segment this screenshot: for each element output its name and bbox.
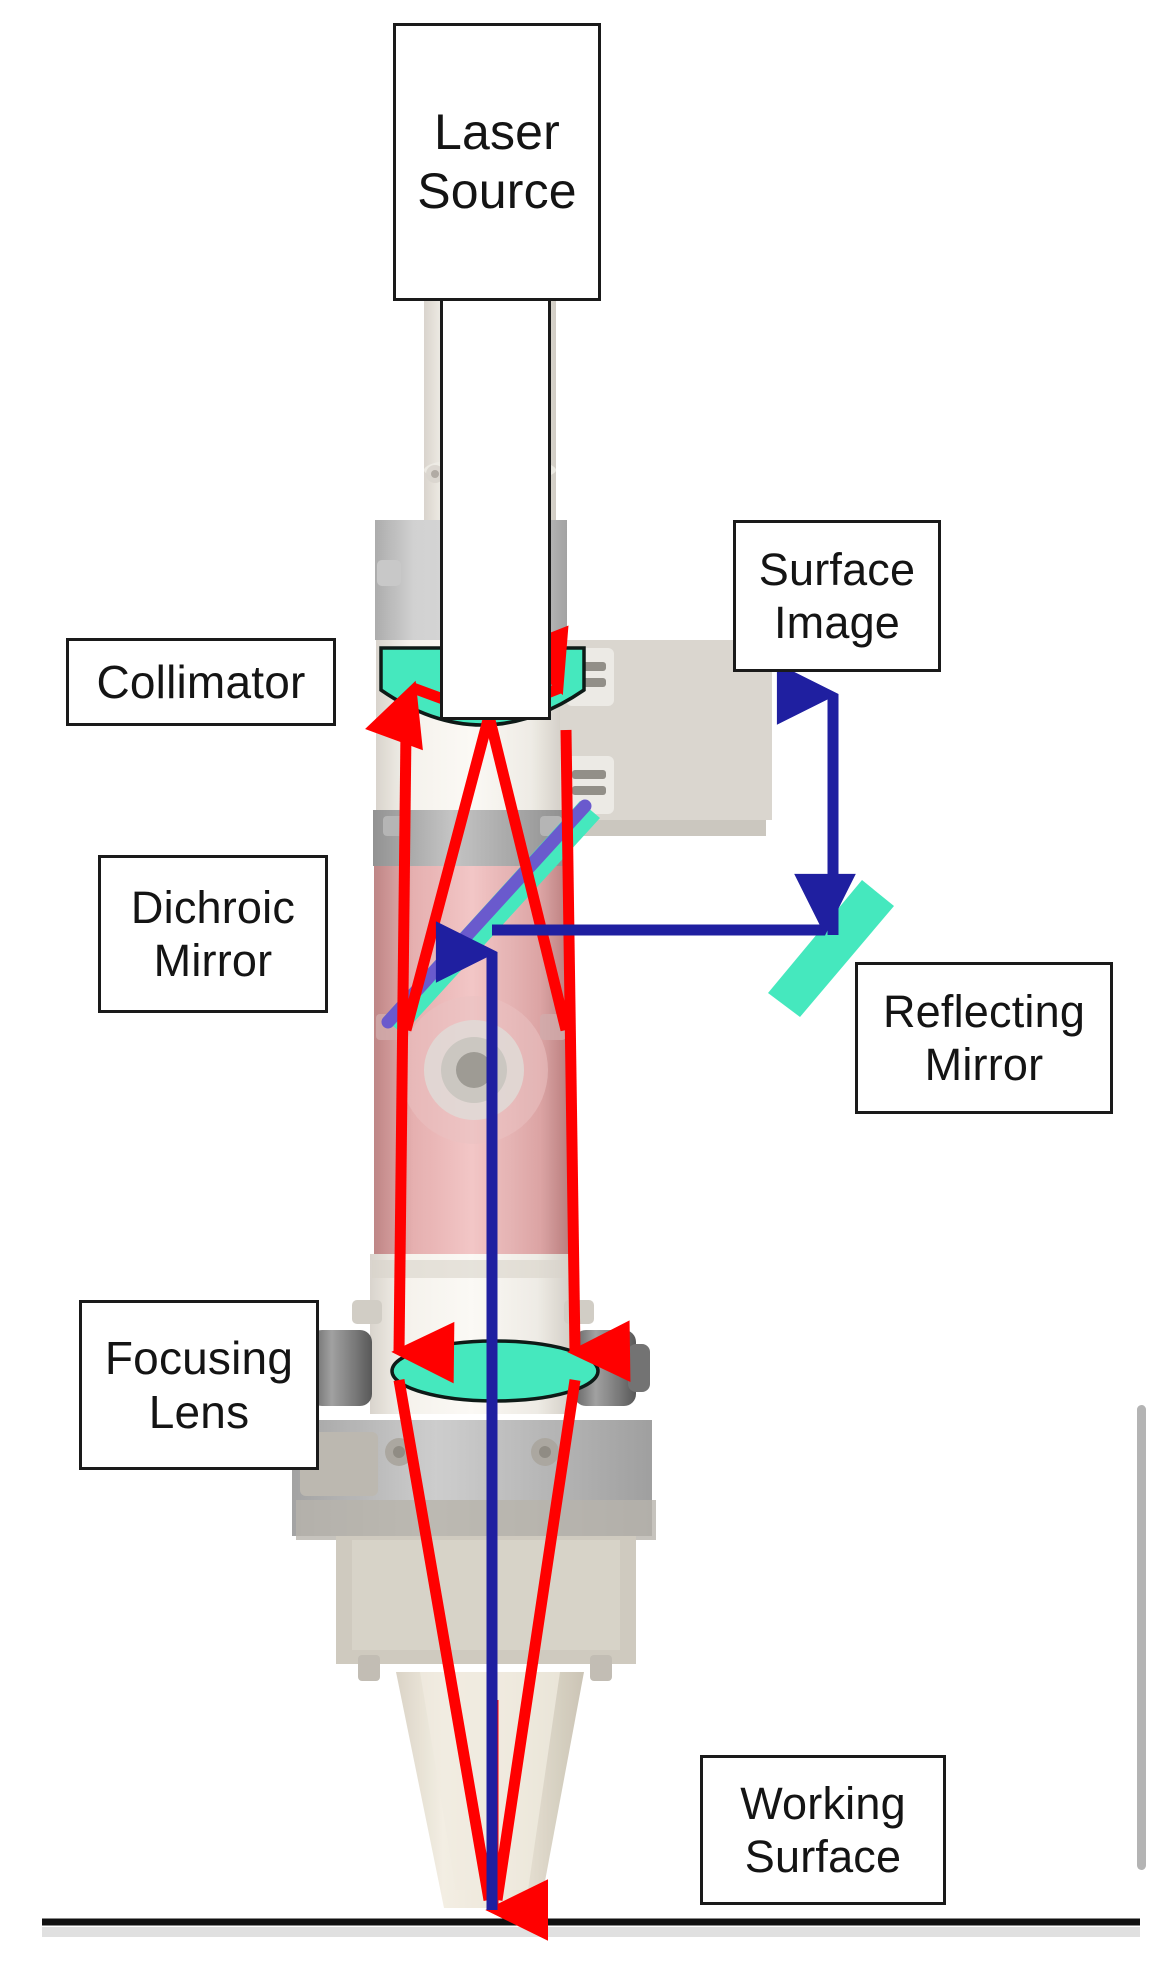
reflecting-mirror-optic — [768, 880, 894, 1017]
label-dichroic-mirror-line-2: Mirror — [153, 935, 273, 986]
vision-beam-path — [435, 663, 856, 1910]
label-focusing-lens-line-1: Focusing — [104, 1331, 294, 1384]
label-laser-source: Laser Source — [393, 23, 601, 301]
working-surface-line — [42, 1918, 1140, 1937]
label-surface-image-line-2: Image — [773, 597, 901, 648]
label-reflecting-mirror-line-2: Mirror — [924, 1039, 1044, 1090]
scrollbar-thumb[interactable] — [1137, 1405, 1146, 1870]
label-reflecting-mirror: Reflecting Mirror — [855, 962, 1113, 1114]
label-focusing-lens-line-2: Lens — [148, 1386, 250, 1438]
label-reflecting-mirror-line-1: Reflecting — [882, 985, 1086, 1037]
label-surface-image: Surface Image — [733, 520, 941, 672]
label-laser-source-line-1: Laser — [433, 104, 561, 160]
label-dichroic-mirror-line-1: Dichroic — [130, 881, 296, 933]
label-collimator-line-1: Collimator — [96, 655, 306, 708]
label-working-surface: Working Surface — [700, 1755, 946, 1905]
laser-source-tube — [440, 298, 551, 720]
label-working-surface-line-2: Surface — [744, 1831, 902, 1882]
label-collimator: Collimator — [66, 638, 336, 726]
label-laser-source-line-2: Source — [417, 163, 577, 219]
label-focusing-lens: Focusing Lens — [79, 1300, 319, 1470]
label-working-surface-line-1: Working — [740, 1777, 906, 1829]
label-dichroic-mirror: Dichroic Mirror — [98, 855, 328, 1013]
label-surface-image-line-1: Surface — [758, 543, 916, 595]
